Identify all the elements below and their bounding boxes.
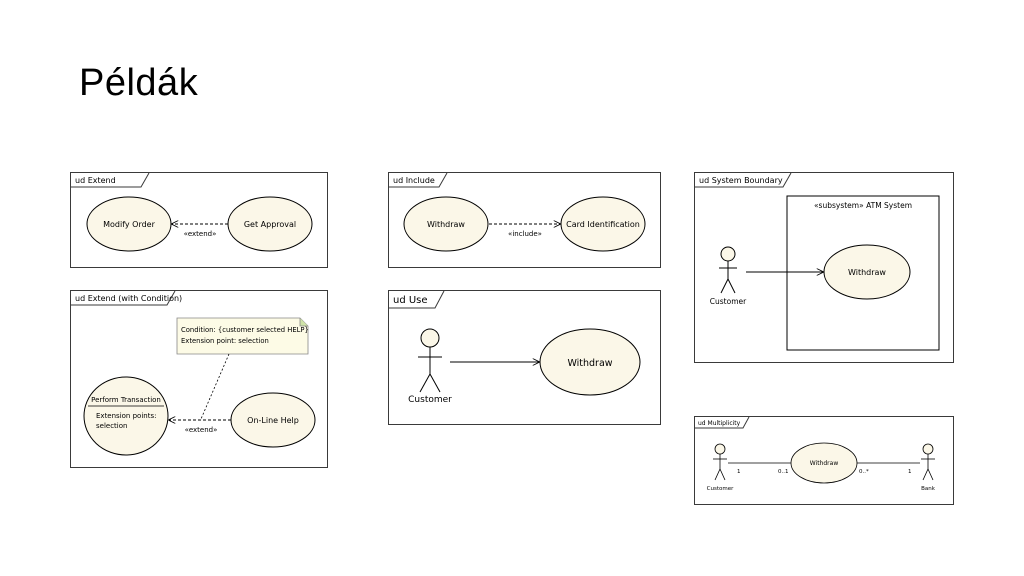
usecase-label: On-Line Help bbox=[247, 416, 299, 425]
diagram-system-boundary-canvas: ud System Boundary «subsystem» ATM Syste… bbox=[695, 172, 940, 351]
subsystem-label: «subsystem» ATM System bbox=[814, 201, 912, 210]
multiplicity-label: 0..* bbox=[859, 469, 869, 475]
usecase-label: Withdraw bbox=[567, 358, 612, 369]
frame-tab bbox=[71, 290, 176, 306]
frame-tab bbox=[71, 172, 150, 188]
actor-figure[interactable] bbox=[921, 443, 935, 481]
usecase-label: Card Identification bbox=[566, 220, 640, 229]
actor-label: Customer bbox=[710, 297, 747, 306]
frame-label: ud Extend (with Condition) bbox=[75, 294, 182, 303]
frame-label: ud System Boundary bbox=[699, 176, 783, 185]
actor-label: Customer bbox=[707, 486, 734, 492]
frame-label: ud Multiplicity bbox=[698, 420, 741, 427]
diagram-use: ud Use Customer Withdraw bbox=[388, 290, 661, 425]
actor-figure[interactable] bbox=[719, 246, 737, 294]
usecase-ellipse[interactable] bbox=[86, 196, 172, 252]
frame-label: ud Include bbox=[393, 176, 435, 185]
stereotype-label: «include» bbox=[508, 230, 542, 238]
actor-figure[interactable] bbox=[418, 328, 442, 393]
diagram-system-boundary: ud System Boundary «subsystem» ATM Syste… bbox=[694, 172, 954, 363]
stereotype-label: «extend» bbox=[185, 426, 218, 434]
extension-points-label: Extension points: bbox=[96, 412, 156, 420]
usecase-label: Modify Order bbox=[103, 220, 155, 229]
multiplicity-label: 1 bbox=[908, 469, 912, 475]
diagram-use-canvas: ud Use Customer Withdraw bbox=[389, 290, 641, 405]
usecase-ellipse[interactable] bbox=[539, 328, 641, 396]
usecase-label: Perform Transaction bbox=[91, 396, 161, 404]
diagram-multiplicity: ud Multiplicity Customer Bank Withdraw 1… bbox=[694, 416, 954, 505]
usecase-ellipse[interactable] bbox=[403, 196, 489, 252]
frame-tab bbox=[695, 172, 792, 188]
note-corner-fold bbox=[299, 318, 308, 327]
actor-label: Bank bbox=[921, 486, 936, 492]
actor-figure[interactable] bbox=[713, 443, 727, 481]
usecase-ellipse[interactable] bbox=[560, 196, 646, 252]
stereotype-label: «extend» bbox=[184, 230, 217, 238]
frame-tab bbox=[695, 416, 750, 429]
usecase-label: Get Approval bbox=[244, 220, 296, 229]
diagram-include-canvas: ud Include Withdraw Card Identification … bbox=[389, 172, 646, 252]
note-anchor-line bbox=[200, 353, 230, 420]
diagram-extend-canvas: ud Extend Modify Order Get Approval «ext… bbox=[71, 172, 313, 252]
diagram-include: ud Include Withdraw Card Identification … bbox=[388, 172, 661, 268]
usecase-ellipse[interactable] bbox=[823, 244, 911, 300]
usecase-ellipse[interactable] bbox=[83, 376, 169, 456]
note-line: Extension point: selection bbox=[181, 337, 269, 345]
diagram-multiplicity-canvas: ud Multiplicity Customer Bank Withdraw 1… bbox=[695, 416, 936, 492]
actor-label: Customer bbox=[408, 395, 452, 405]
frame-label: ud Extend bbox=[75, 176, 116, 185]
multiplicity-label: 0..1 bbox=[778, 469, 789, 475]
multiplicity-label: 1 bbox=[737, 469, 741, 475]
note-line: Condition: {customer selected HELP} bbox=[181, 326, 309, 334]
usecase-label: Withdraw bbox=[427, 220, 465, 229]
extension-point: selection bbox=[96, 422, 127, 430]
frame-label: ud Use bbox=[393, 295, 428, 306]
slide-title: Példák bbox=[79, 62, 199, 104]
diagram-extend: ud Extend Modify Order Get Approval «ext… bbox=[70, 172, 328, 268]
frame-tab bbox=[389, 172, 448, 188]
condition-note bbox=[176, 317, 309, 355]
diagram-extend-condition: ud Extend (with Condition) Condition: {c… bbox=[70, 290, 328, 468]
usecase-label: Withdraw bbox=[810, 460, 839, 467]
subsystem-boundary bbox=[786, 195, 940, 351]
usecase-label: Withdraw bbox=[848, 268, 886, 277]
frame-tab bbox=[389, 290, 445, 309]
diagram-extend-condition-canvas: ud Extend (with Condition) Condition: {c… bbox=[71, 290, 316, 456]
